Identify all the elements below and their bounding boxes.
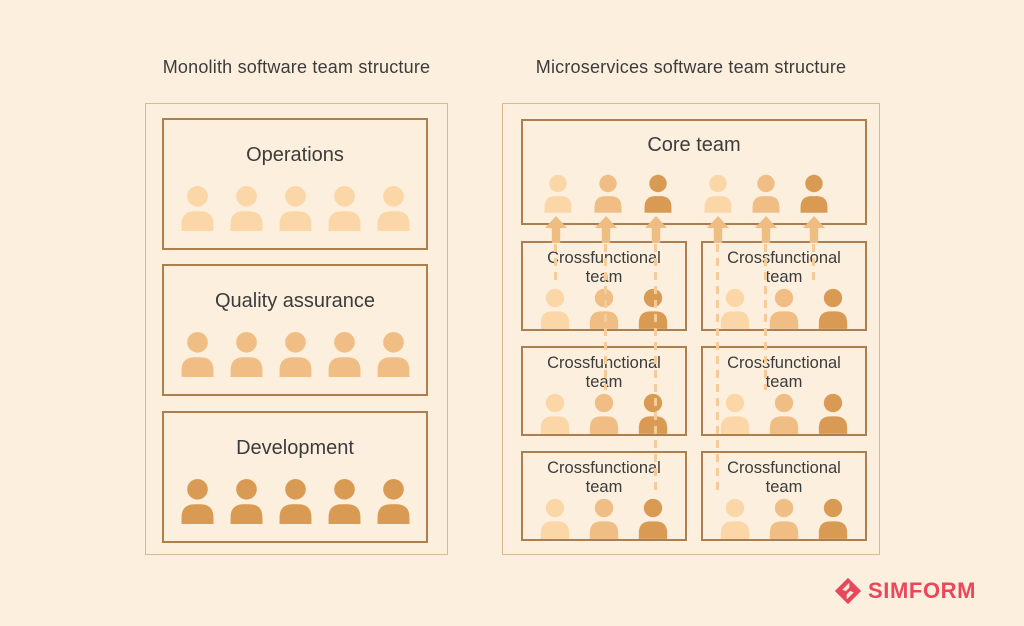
person-icon [230,331,262,377]
crossfunctional-members [715,287,853,329]
development-members [175,477,416,524]
quality-assurance-members [175,330,416,377]
person-icon [279,331,311,377]
monolith-team-box-operations: Operations [162,118,428,250]
person-icon [720,498,750,539]
simform-logo-wordmark: SIMFORM [868,578,977,603]
person-icon [328,478,360,524]
simform-logo: SIMFORM [834,577,976,605]
arrow-up-icon [755,216,777,243]
crossfunctional-team-box-4: Crossfunctional team [701,346,867,436]
connector-dashed-line [654,244,657,494]
person-icon [752,174,780,213]
crossfunctional-team-label: Crossfunctional team [727,249,841,286]
arrow-up-icon [545,216,567,243]
person-icon [181,331,213,377]
person-icon [589,498,619,539]
connector-dashed-line [716,244,719,494]
person-icon [800,174,828,213]
connector-dashed-line [604,244,607,390]
monolith-outer-box [145,103,448,555]
crossfunctional-team-label: Crossfunctional team [547,459,661,496]
person-icon [328,331,360,377]
person-icon [769,393,799,434]
person-icon [769,288,799,329]
person-icon [818,288,848,329]
person-icon [230,185,262,231]
team-label-quality-assurance: Quality assurance [214,290,376,312]
person-icon [540,393,570,434]
person-icon [377,185,409,231]
arrow-up-icon [645,216,667,243]
crossfunctional-team-label: Crossfunctional team [727,354,841,391]
monolith-team-box-quality-assurance: Quality assurance [162,264,428,396]
person-icon [544,174,572,213]
person-icon [644,174,672,213]
monolith-team-box-development: Development [162,411,428,543]
connector-dashed-line [812,244,815,284]
connector-dashed-line [554,244,557,284]
person-icon [279,478,311,524]
crossfunctional-team-box-6: Crossfunctional team [701,451,867,541]
operations-members [175,184,416,231]
person-icon [377,331,409,377]
person-icon [638,288,668,329]
crossfunctional-members [535,392,673,434]
arrow-up-icon [595,216,617,243]
crossfunctional-members [715,392,853,434]
crossfunctional-members [715,497,853,539]
person-icon [540,498,570,539]
person-icon [704,174,732,213]
core-team-box: Core team [521,119,867,225]
arrow-up-icon [803,216,825,243]
team-label-operations: Operations [246,144,344,166]
person-icon [279,185,311,231]
crossfunctional-members [535,497,673,539]
person-icon [181,478,213,524]
arrow-up-icon [707,216,729,243]
microservices-title: Microservices software team structure [535,57,847,77]
crossfunctional-team-box-2: Crossfunctional team [701,241,867,331]
connector-dashed-line [764,244,767,390]
person-icon [769,498,799,539]
person-icon [181,185,213,231]
simform-logo-mark-icon [834,577,862,605]
microservices-outer-box [502,103,880,555]
core-team-label: Core team [647,134,741,156]
person-icon [589,393,619,434]
person-icon [720,393,750,434]
crossfunctional-team-label: Crossfunctional team [727,459,841,496]
person-icon [818,498,848,539]
person-icon [540,288,570,329]
person-icon [638,393,668,434]
monolith-title: Monolith software team structure [162,57,431,77]
team-label-development: Development [236,437,354,459]
person-icon [818,393,848,434]
person-icon [377,478,409,524]
crossfunctional-team-box-5: Crossfunctional team [521,451,687,541]
person-icon [638,498,668,539]
person-icon [720,288,750,329]
person-icon [594,174,622,213]
person-icon [328,185,360,231]
person-icon [230,478,262,524]
